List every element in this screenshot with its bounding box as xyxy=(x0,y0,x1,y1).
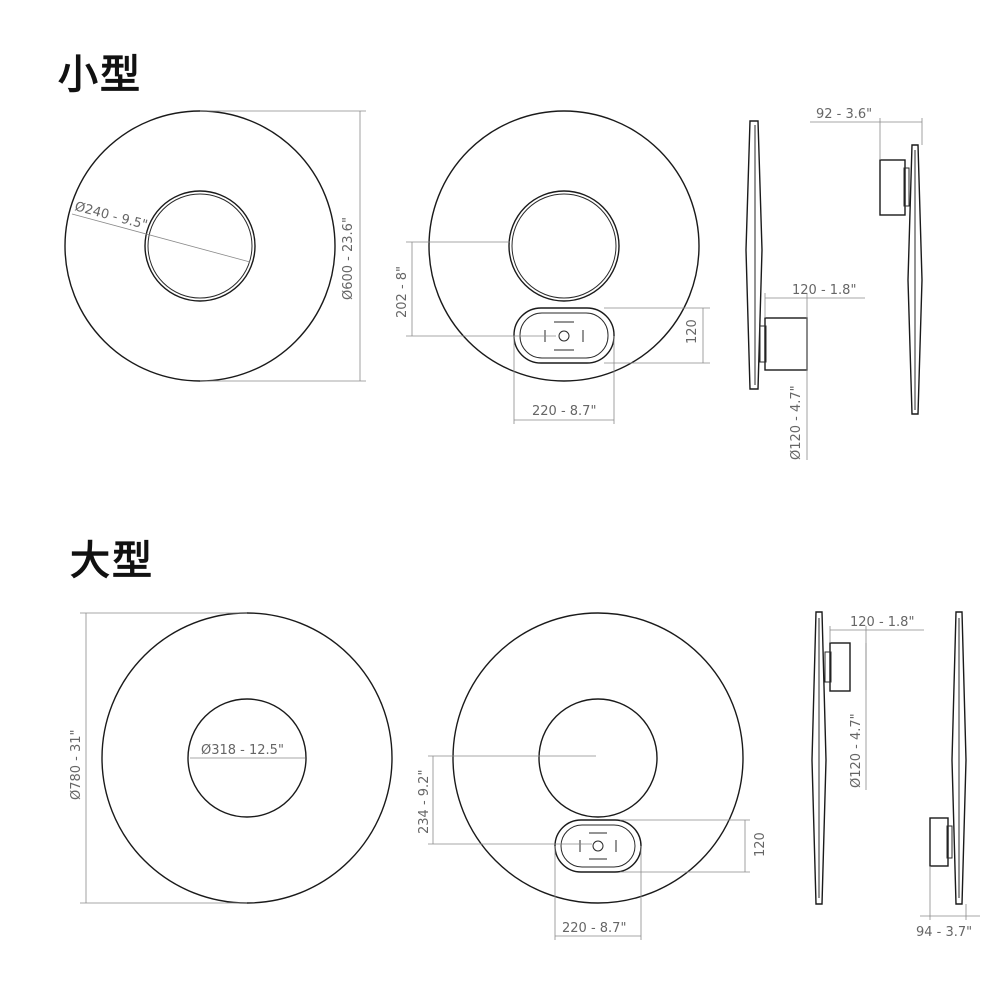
small-mount-screw xyxy=(558,330,570,342)
small-side-mount xyxy=(764,317,808,371)
small-inner-diameter-label: Ø240 - 9.5" xyxy=(73,199,149,233)
large-inner-disc xyxy=(187,698,307,818)
small-back-disc xyxy=(428,110,700,382)
large-side-panel xyxy=(811,611,827,905)
large-mount-plate xyxy=(554,819,642,873)
large-plate-height-label: 120 xyxy=(753,832,768,857)
large-side-view-2: 94 - 3.7" xyxy=(916,611,980,940)
small-front-view: Ø240 - 9.5" Ø600 - 23.6" xyxy=(64,110,366,382)
small-outer-disc xyxy=(64,110,336,382)
small-side2-panel xyxy=(907,144,923,415)
small-plate-height-label: 120 xyxy=(685,319,700,344)
large-side-mount xyxy=(829,642,851,692)
small-side-diameter-label: Ø120 - 4.7" xyxy=(789,385,804,460)
large-side2-mount xyxy=(929,817,949,867)
section-title-small: 小型 xyxy=(58,52,142,98)
small-side2-mount-plate xyxy=(903,167,910,207)
large-back-disc xyxy=(452,612,744,904)
small-side-view: 120 - 1.8" Ø120 - 4.7" xyxy=(745,120,865,460)
small-back-ring xyxy=(508,190,620,302)
small-inner-ring-inner xyxy=(147,193,253,299)
large-mount-plate-inner xyxy=(560,824,636,868)
large-inner-diameter-label: Ø318 - 12.5" xyxy=(201,743,284,758)
small-mount-plate-inner xyxy=(519,312,609,359)
small-side-panel xyxy=(745,120,763,390)
small-side-view-2: 92 - 3.6" xyxy=(810,107,923,415)
small-back-view: 202 - 8" 120 220 - 8.7" xyxy=(395,110,710,424)
large-side-diameter-label: Ø120 - 4.7" xyxy=(849,713,864,788)
small-plate-width-label: 220 - 8.7" xyxy=(532,404,596,419)
large-bottom-depth-label: 94 - 3.7" xyxy=(916,925,972,940)
small-side-mount-plate xyxy=(759,325,767,363)
small-side2-mount xyxy=(879,159,906,216)
small-back-ring-inner xyxy=(511,193,617,299)
large-side2-mount-plate xyxy=(946,825,953,859)
large-outer-diameter-label: Ø780 - 31" xyxy=(69,729,84,800)
large-mount-screw xyxy=(592,840,604,852)
large-back-inner xyxy=(538,698,658,818)
small-inner-ring xyxy=(144,190,256,302)
small-outer-diameter-label: Ø600 - 23.6" xyxy=(341,217,356,300)
large-plate-width-label: 220 - 8.7" xyxy=(562,921,626,936)
section-title-large: 大型 xyxy=(70,538,154,584)
small-side-depth-label: 120 - 1.8" xyxy=(792,283,856,298)
small-inner-diameter-line xyxy=(71,213,251,263)
large-side2-panel xyxy=(951,611,967,905)
large-side-depth-label: 120 - 1.8" xyxy=(850,615,914,630)
large-offset-label: 234 - 9.2" xyxy=(417,770,432,834)
large-side-view: 120 - 1.8" Ø120 - 4.7" xyxy=(811,611,924,905)
small-offset-label: 202 - 8" xyxy=(395,266,410,318)
large-back-view: 234 - 9.2" 120 220 - 8.7" xyxy=(417,612,768,940)
large-side-mount-plate xyxy=(824,651,832,683)
large-front-view: Ø318 - 12.5" Ø780 - 31" xyxy=(69,612,393,904)
small-mount-plate xyxy=(513,307,615,364)
small-top-depth-label: 92 - 3.6" xyxy=(816,107,872,122)
